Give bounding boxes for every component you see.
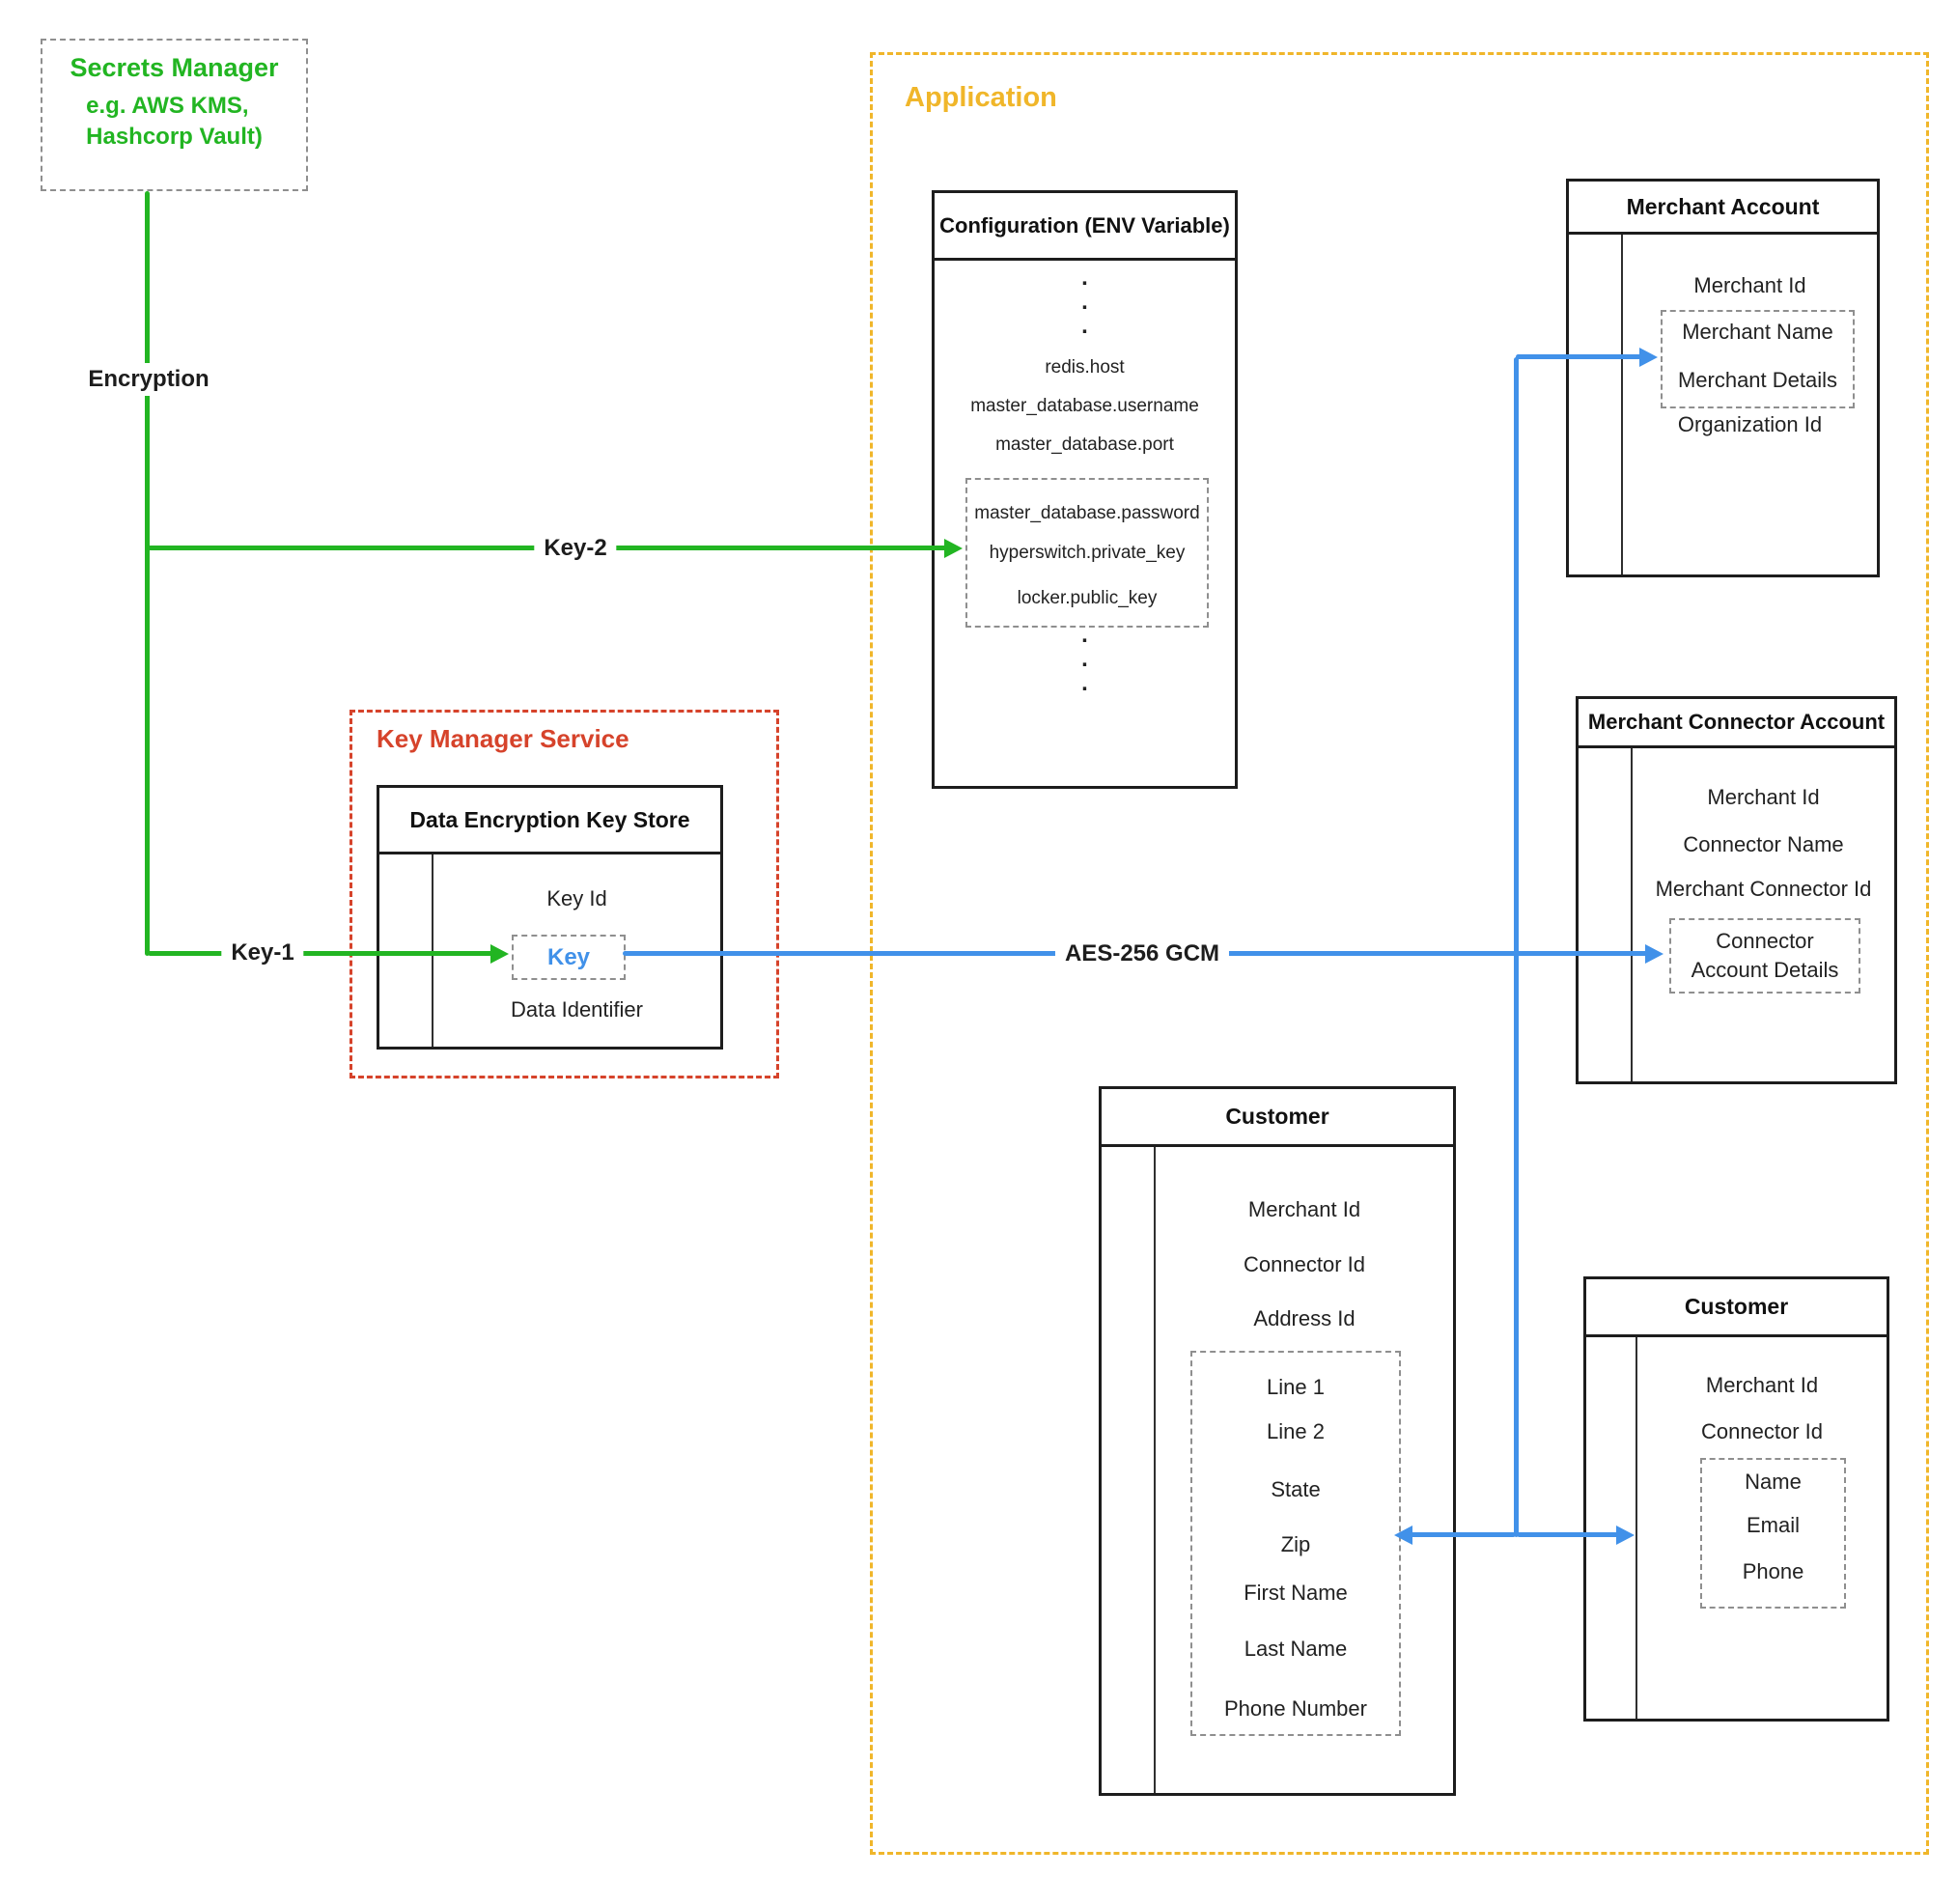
encryption-line xyxy=(145,191,150,956)
field-last-name: Last Name xyxy=(1244,1637,1348,1661)
key2-arrowhead-icon xyxy=(944,539,963,558)
merchant-account-arrowhead-icon xyxy=(1639,348,1658,367)
key1-line xyxy=(148,951,493,956)
secrets-manager-subtitle-line1: e.g. AWS KMS, xyxy=(86,93,249,119)
dek-store-entity: Data Encryption Key Store Key Id Key Dat… xyxy=(377,785,723,1050)
key-manager-service-label: Key Manager Service xyxy=(377,724,629,753)
field-hyperswitch-private-key: hyperswitch.private_key xyxy=(989,543,1186,563)
customer-address-entity: Customer Merchant Id Connector Id Addres… xyxy=(1099,1086,1456,1796)
dek-store-title: Data Encryption Key Store xyxy=(379,788,720,854)
field-locker-public-key: locker.public_key xyxy=(1017,588,1158,608)
customer-address-content: Merchant Id Connector Id Address Id Line… xyxy=(1156,1147,1453,1793)
merchant-connector-account-gutter xyxy=(1579,748,1633,1081)
field-merchant-id: Merchant Id xyxy=(1705,1373,1819,1397)
ellipsis-dot: . xyxy=(1081,313,1088,340)
field-phone: Phone xyxy=(1742,1559,1804,1583)
field-phone-number: Phone Number xyxy=(1224,1696,1367,1721)
field-email: Email xyxy=(1746,1513,1800,1537)
customer-address-branch-line xyxy=(1410,1532,1516,1537)
field-merchant-connector-id: Merchant Connector Id xyxy=(1655,877,1872,901)
field-merchant-id: Merchant Id xyxy=(1693,273,1806,297)
field-master-database-port: master_database.port xyxy=(995,434,1174,455)
field-merchant-name: Merchant Name xyxy=(1682,320,1833,344)
secrets-manager-box: Secrets Manager e.g. AWS KMS, Hashcorp V… xyxy=(41,39,308,191)
customer-address-title: Customer xyxy=(1102,1089,1453,1147)
merchant-account-branch-line xyxy=(1516,354,1642,359)
merchant-account-gutter xyxy=(1569,235,1623,574)
ellipsis-dot: . xyxy=(1081,670,1088,697)
secrets-manager-subtitle-line2: Hashcorp Vault) xyxy=(86,124,263,151)
customer-contact-title: Customer xyxy=(1586,1279,1887,1337)
configuration-content: . . . redis.host master_database.usernam… xyxy=(935,261,1235,786)
field-redis-host: redis.host xyxy=(1045,357,1125,378)
customer-address-gutter xyxy=(1102,1147,1156,1793)
configuration-secure-fields-box: master_database.password hyperswitch.pri… xyxy=(965,478,1209,628)
customer-contact-gutter xyxy=(1586,1337,1637,1719)
ellipsis-dot: . xyxy=(1081,622,1088,649)
ellipsis-dot: . xyxy=(1081,646,1088,673)
field-connector-id: Connector Id xyxy=(1701,1419,1823,1443)
merchant-connector-account-content: Merchant Id Connector Name Merchant Conn… xyxy=(1633,748,1894,1081)
merchant-account-entity: Merchant Account Merchant Id Merchant Na… xyxy=(1566,179,1880,577)
field-master-database-username: master_database.username xyxy=(970,396,1199,416)
key2-label: Key-2 xyxy=(534,532,617,565)
field-connector-id: Connector Id xyxy=(1244,1252,1365,1276)
customer-address-arrowhead-icon xyxy=(1394,1526,1412,1545)
field-merchant-id: Merchant Id xyxy=(1707,785,1820,809)
field-line-1: Line 1 xyxy=(1267,1375,1325,1399)
field-key: Key xyxy=(546,943,591,970)
key1-label: Key-1 xyxy=(221,937,304,969)
configuration-title: Configuration (ENV Variable) xyxy=(935,193,1235,261)
dek-store-content: Key Id Key Data Identifier xyxy=(433,854,720,1047)
field-name: Name xyxy=(1745,1470,1802,1494)
secrets-manager-title: Secrets Manager xyxy=(70,53,279,82)
merchant-connector-account-entity: Merchant Connector Account Merchant Id C… xyxy=(1576,696,1897,1084)
field-address-id: Address Id xyxy=(1253,1306,1356,1330)
merchant-account-secure-fields-box: Merchant Name Merchant Details xyxy=(1661,310,1855,408)
field-organization-id: Organization Id xyxy=(1677,412,1823,436)
customer-contact-entity: Customer Merchant Id Connector Id Name E… xyxy=(1583,1276,1889,1722)
field-master-database-password: master_database.password xyxy=(974,503,1200,523)
encryption-label: Encryption xyxy=(78,363,219,396)
field-zip: Zip xyxy=(1280,1532,1311,1556)
customer-contact-branch-line xyxy=(1517,1532,1619,1537)
key-manager-service-boundary xyxy=(349,710,779,1078)
field-line-2: Line 2 xyxy=(1267,1419,1325,1443)
encrypted-key-box: Key xyxy=(512,935,626,980)
ellipsis-dot: . xyxy=(1081,289,1088,316)
customer-contact-arrowhead-icon xyxy=(1616,1526,1635,1545)
dek-store-gutter xyxy=(379,854,433,1047)
field-merchant-details: Merchant Details xyxy=(1677,368,1838,392)
customer-address-secure-fields-box: Line 1 Line 2 State Zip First Name Last … xyxy=(1190,1351,1401,1736)
configuration-entity: Configuration (ENV Variable) . . . redis… xyxy=(932,190,1238,789)
aes-256-gcm-label: AES-256 GCM xyxy=(1054,938,1230,970)
merchant-account-content: Merchant Id Merchant Name Merchant Detai… xyxy=(1623,235,1877,574)
field-state: State xyxy=(1271,1477,1321,1501)
field-data-identifier: Data Identifier xyxy=(511,997,643,1022)
application-label: Application xyxy=(905,82,1057,113)
aes-branch-vertical-line xyxy=(1514,357,1519,1537)
key1-arrowhead-icon xyxy=(490,944,509,964)
merchant-connector-account-title: Merchant Connector Account xyxy=(1579,699,1894,748)
field-merchant-id: Merchant Id xyxy=(1247,1197,1361,1221)
field-key-id: Key Id xyxy=(546,886,607,910)
customer-contact-content: Merchant Id Connector Id Name Email Phon… xyxy=(1637,1337,1887,1719)
aes-arrowhead-icon xyxy=(1645,944,1663,964)
merchant-connector-secure-fields-box: Connector Account Details xyxy=(1669,918,1860,994)
ellipsis-dot: . xyxy=(1081,265,1088,292)
secrets-manager-subtitle: e.g. AWS KMS, Hashcorp Vault) xyxy=(86,91,263,154)
customer-contact-secure-fields-box: Name Email Phone xyxy=(1700,1458,1846,1609)
merchant-account-title: Merchant Account xyxy=(1569,182,1877,235)
field-first-name: First Name xyxy=(1244,1581,1348,1605)
field-connector-name: Connector Name xyxy=(1683,832,1844,856)
field-connector-account-details: Connector Account Details xyxy=(1691,929,1839,982)
